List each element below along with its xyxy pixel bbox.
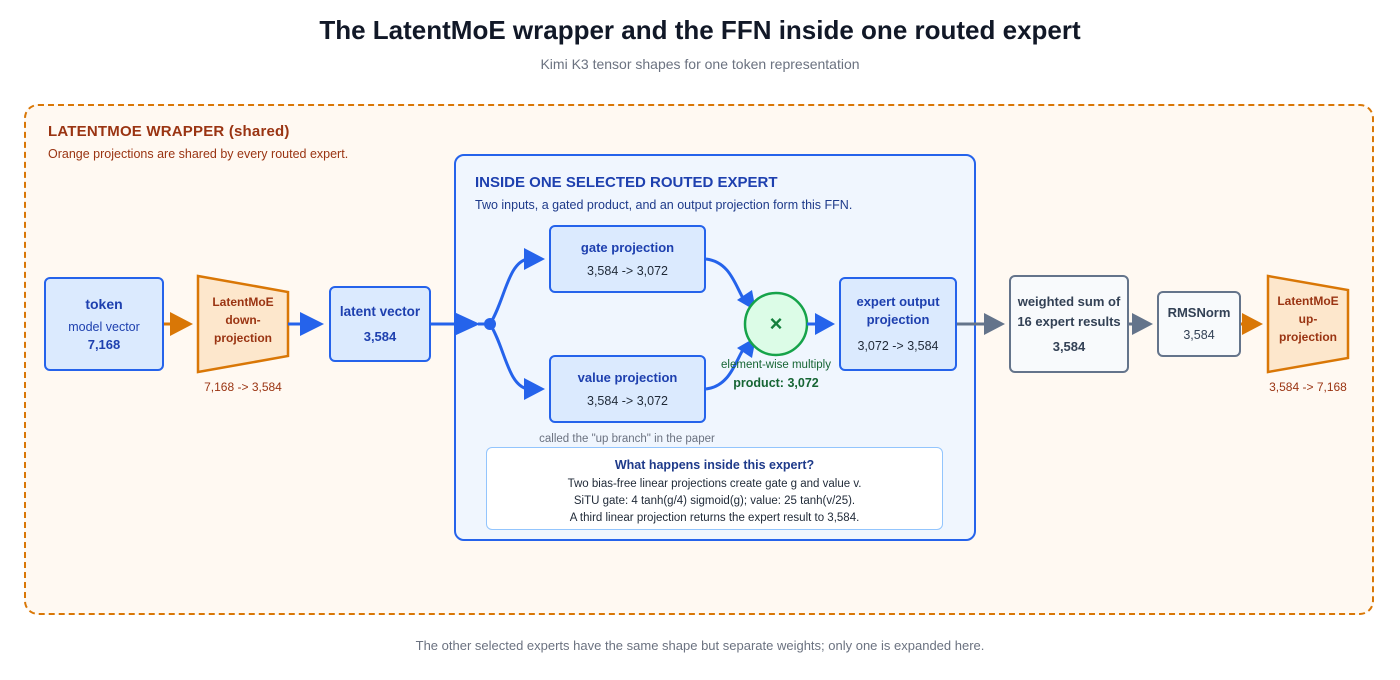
expert-output-box: expert output projection 3,072 -> 3,584 [839,277,957,371]
arrowhead-token-to-down [170,312,193,336]
multiply-icon: × [769,311,783,336]
expert-label: INSIDE ONE SELECTED ROUTED EXPERT [475,174,778,191]
arrow-split-to-value [488,323,529,391]
value-projection-box: value projection 3,584 -> 3,072 [549,355,706,423]
latent-vector-value: 3,584 [363,328,397,344]
arrowhead-rmsnorm-to-up [1242,313,1263,335]
token-subtitle: model vector [68,319,140,334]
gate-projection-title: gate projection [580,239,675,255]
footer-note: The other selected experts have the same… [415,638,985,653]
rmsnorm-box: RMSNorm 3,584 [1157,291,1241,357]
rmsnorm-title: RMSNorm [1167,305,1231,320]
value-projection-note: called the "up branch" in the paper [539,433,715,445]
weighted-sum-line2: 16 expert results [1017,314,1121,329]
token-box: token model vector 7,168 [44,277,164,371]
weighted-sum-box: weighted sum of 16 expert results 3,584 [1009,275,1129,373]
arrow-gate-to-multiply [705,257,746,301]
gate-projection-shape: 3,584 -> 3,072 [587,263,668,278]
page-title: The LatentMoE wrapper and the FFN inside… [319,15,1081,45]
up-projection-line2: up- [1298,312,1318,326]
expert-info-box: What happens inside this expert? Two bia… [486,447,943,530]
arrowhead-latent-to-split [454,312,480,336]
down-projection-shape-label: 7,168 -> 3,584 [204,380,282,394]
down-projection-line3: projection [213,331,272,345]
wrapper-note: Orange projections are shared by every r… [48,147,349,161]
latent-vector-title: latent vector [339,303,421,319]
down-projection-shape [196,274,290,374]
token-value: 7,168 [87,336,121,352]
expert-output-line2: projection [866,312,930,327]
arrowhead-sum-to-rmsnorm [1132,313,1153,335]
arrowhead-down-to-latent [300,312,324,336]
product-label: product: 3,072 [733,376,819,390]
up-projection-shape-label: 3,584 -> 7,168 [1269,380,1347,394]
arrow-split-to-gate [488,257,529,325]
rmsnorm-value: 3,584 [1183,328,1215,342]
weighted-sum-value: 3,584 [1052,339,1086,354]
latent-vector-box: latent vector 3,584 [329,286,431,362]
arrowhead-multiply-to-output [815,313,835,335]
down-projection-line2: down- [225,313,261,327]
expert-info-line3: A third linear projection returns the ex… [569,512,860,524]
value-projection-shape: 3,584 -> 3,072 [587,393,668,408]
weighted-sum-line1: weighted sum of [1017,294,1121,309]
arrow-value-to-multiply [705,347,746,391]
arrowhead-split-to-value [524,378,545,400]
token-title: token [85,295,123,312]
up-projection-line3: projection [1278,330,1337,344]
expert-info-line1: Two bias-free linear projections create … [567,478,862,490]
up-projection-label: LatentMoE up- projection [1268,292,1348,346]
value-projection-title: value projection [577,369,678,385]
expert-output-line1: expert output [856,294,940,309]
multiply-label: element-wise multiply [721,359,831,371]
up-projection-line1: LatentMoE [1277,294,1339,308]
down-projection-label: LatentMoE down- projection [198,293,288,347]
expert-info-line2: SiTU gate: 4 tanh(g/4) sigmoid(g); value… [573,495,856,507]
up-projection-shape [1266,274,1350,374]
expert-info-title: What happens inside this expert? [614,458,815,472]
down-projection-line1: LatentMoE [212,295,274,309]
wrapper-label: LATENTMOE WRAPPER (shared) [48,123,290,140]
arrowhead-output-to-sum [984,313,1005,335]
gate-projection-box: gate projection 3,584 -> 3,072 [549,225,706,293]
page-subtitle: Kimi K3 tensor shapes for one token repr… [540,56,860,72]
expert-note: Two inputs, a gated product, and an outp… [475,198,853,212]
arrowhead-split-to-gate [524,248,545,270]
expert-output-shape: 3,072 -> 3,584 [857,339,939,353]
